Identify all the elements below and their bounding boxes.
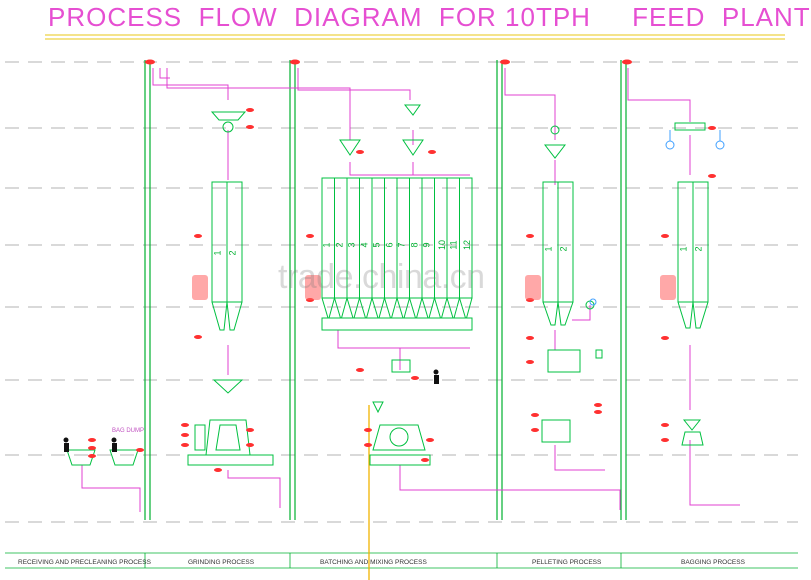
- page-title: PROCESS FLOW DIAGRAM FOR 10TPH FEED PLAN…: [48, 2, 811, 32]
- process-boundaries: [144, 60, 627, 520]
- bin-number: 10: [436, 239, 447, 251]
- process-label-pelleting: PELLETING PROCESS: [532, 559, 602, 566]
- bin-number: 2: [693, 246, 704, 252]
- bagging-bins: [674, 122, 709, 446]
- bin-number: 1: [543, 246, 554, 252]
- operator-icons: [63, 369, 439, 452]
- blurred-readouts: [192, 275, 676, 300]
- pelleting-bins: [541, 125, 603, 443]
- process-label-batching: BATCHING AND MIXING PROCESS: [320, 559, 427, 566]
- equipment-tags: [88, 59, 716, 472]
- bottom-band: [5, 552, 798, 569]
- bin-number: 2: [227, 250, 238, 256]
- bin-number: 1: [678, 246, 689, 252]
- batching-bins: [321, 104, 473, 331]
- title-underline: [45, 34, 785, 36]
- grinding-bins: [210, 111, 247, 394]
- receiving-pits: [66, 449, 139, 466]
- conveying-pipes: [81, 68, 740, 512]
- receiving-sign: BAG DUMP: [112, 428, 145, 434]
- bin-number: 8: [409, 242, 420, 248]
- watermark: trade.china.cn: [278, 258, 485, 296]
- mixer: [369, 359, 431, 466]
- process-label-receiving: RECEIVING AND PRECLEANING PROCESS: [18, 559, 151, 566]
- bin-number: 11: [448, 240, 459, 250]
- bin-number: 3: [346, 242, 357, 248]
- bin-number: 2: [558, 246, 569, 252]
- bin-number: 6: [384, 242, 395, 248]
- bin-number: 12: [461, 239, 472, 251]
- hammer-mill: [187, 419, 274, 466]
- bin-number: 1: [212, 250, 223, 256]
- title-underline-secondary: [45, 38, 785, 40]
- bin-number: 5: [371, 242, 382, 248]
- process-label-grinding: GRINDING PROCESS: [188, 559, 255, 566]
- bin-number: 7: [396, 242, 407, 248]
- process-label-bagging: BAGGING PROCESS: [681, 559, 745, 566]
- bin-number: 9: [421, 242, 432, 248]
- cooler-cyclone-icons: [589, 130, 725, 306]
- bin-number: 4: [359, 242, 370, 248]
- bin-number: 2: [334, 242, 345, 248]
- bin-number: 1: [321, 242, 332, 248]
